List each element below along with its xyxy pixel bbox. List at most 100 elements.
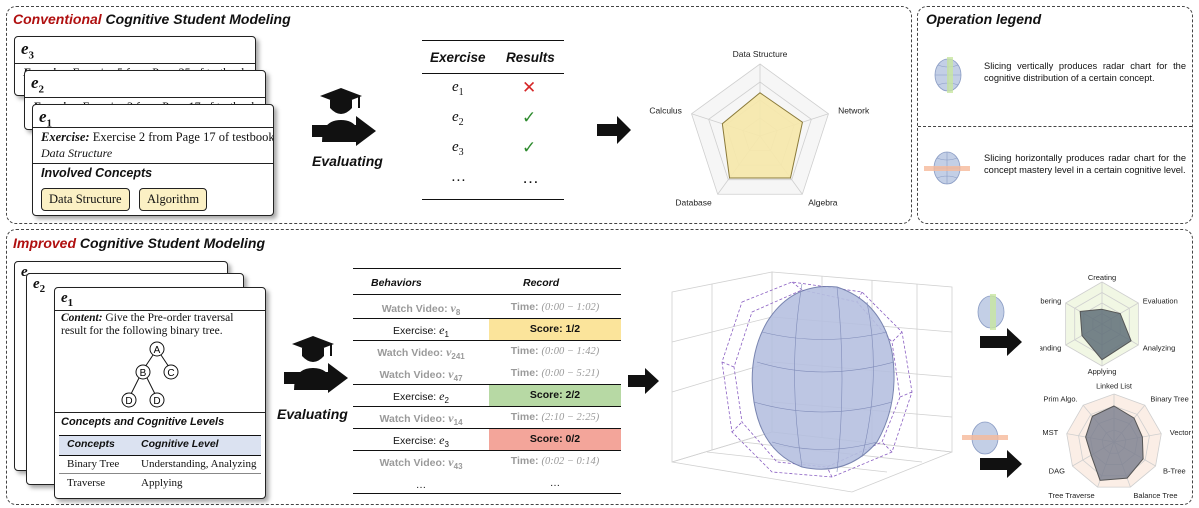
arrow-icon xyxy=(312,116,376,146)
result-exercise: e2 xyxy=(452,109,464,128)
exercise-text: Exercise 2 from Page 17 of testbook xyxy=(89,130,274,144)
improved-panel xyxy=(6,229,1193,505)
radar-label: Vector xyxy=(1170,428,1192,437)
concept-tag: Data Structure xyxy=(41,188,130,211)
radar-grid xyxy=(708,81,812,181)
radar-label: Prim Algo. xyxy=(1043,395,1077,404)
radar-grid xyxy=(1066,393,1162,488)
score-cell xyxy=(489,428,621,450)
arrow-icon xyxy=(628,368,659,394)
radar-series xyxy=(721,92,804,179)
concept-tag: Algorithm xyxy=(139,188,208,211)
result-mark: ✓ xyxy=(522,138,537,157)
improved-title: Improved Cognitive Student Modeling xyxy=(13,235,266,251)
levels-col-concepts: Concepts xyxy=(67,438,115,450)
record-cell: … xyxy=(549,477,561,489)
card-id: e3 xyxy=(21,39,35,62)
radar-label: Algebra xyxy=(808,197,838,207)
levels-row-level: Understanding, Analyzing xyxy=(141,458,257,470)
levels-row-level: Applying xyxy=(141,477,183,489)
behavior-cell: Watch Video: v43 xyxy=(379,455,463,472)
record-cell: Time: (0:00 − 1:02) xyxy=(510,301,600,313)
behavior-cell: … xyxy=(415,479,427,491)
radar-label: B-Tree xyxy=(1163,466,1186,475)
col-results: Results xyxy=(506,50,555,65)
exercise-card-e1: e1 Exercise: Exercise 2 from Page 17 of … xyxy=(32,104,274,216)
radar-label: Database xyxy=(675,197,712,207)
exercise-label: Exercise: xyxy=(41,130,90,144)
radar-label: Creating xyxy=(1088,273,1116,282)
record-cell: Time: (2:10 − 2:25) xyxy=(510,411,600,423)
behavior-cell: Exercise: e1 xyxy=(393,323,449,340)
behavior-cell: Watch Video: v8 xyxy=(381,301,461,318)
result-mark: … xyxy=(522,168,539,187)
card-id: e1 xyxy=(61,290,74,309)
radar-series xyxy=(1085,405,1144,481)
radar-label: Linked List xyxy=(1096,381,1133,390)
arrow-icon xyxy=(980,450,1022,478)
result-mark: ✓ xyxy=(522,108,537,127)
legend-horizontal-text: Slicing horizontally produces radar char… xyxy=(984,153,1186,175)
tree-node: C xyxy=(167,368,174,379)
horizontal-slice-icon xyxy=(924,151,970,185)
levels-header: Concepts and Cognitive Levels xyxy=(61,416,225,428)
levels-row-concept: Traverse xyxy=(67,477,106,489)
radar-label: Analyzing xyxy=(1143,344,1176,353)
behavior-cell: Exercise: e3 xyxy=(393,433,449,450)
horizontal-slice-icon xyxy=(962,421,1008,455)
behavior-cell: Watch Video: v241 xyxy=(377,345,465,362)
result-mark: ✕ xyxy=(522,78,537,97)
radar-label: Calculus xyxy=(649,106,682,116)
col-record: Record xyxy=(523,277,560,289)
card-id: e1 xyxy=(39,107,53,130)
evaluating-label: Evaluating xyxy=(277,406,348,422)
radar-label: Binary Tree xyxy=(1150,395,1188,404)
radar-series xyxy=(1079,308,1132,361)
card-id: e2 xyxy=(31,73,45,96)
cognitive-level-radar-chart: CreatingEvaluationAnalyzingApplyingUnder… xyxy=(1040,273,1178,376)
record-cell: Score: 1/2 xyxy=(529,323,581,335)
behavior-cell: Watch Video: v47 xyxy=(379,367,463,384)
radar-label: Understanding xyxy=(1040,344,1061,353)
col-exercise: Exercise xyxy=(430,50,486,65)
radar-label: MST xyxy=(1042,428,1058,437)
radar-label: Remembering xyxy=(1040,296,1061,305)
radar-label: Data Structure xyxy=(733,49,788,59)
3d-cognitive-model xyxy=(671,271,953,493)
evaluating-label: Evaluating xyxy=(312,153,383,169)
conventional-panel xyxy=(6,6,912,224)
score-cell xyxy=(489,318,621,340)
radar-label: Balance Tree xyxy=(1133,491,1177,500)
tree-node: D xyxy=(125,396,132,407)
tree-node: A xyxy=(154,345,161,356)
content-text: Content: Give the Pre-order traversal re… xyxy=(61,312,234,337)
conventional-title: Conventional Cognitive Student Modeling xyxy=(13,11,291,27)
radar-label: DAG xyxy=(1049,466,1065,475)
vertical-slice-icon xyxy=(934,57,962,93)
exercise-subject: Data Structure xyxy=(41,146,113,160)
record-cell: Time: (0:00 − 5:21) xyxy=(510,367,600,379)
behavior-cell: Watch Video: v14 xyxy=(379,411,463,428)
record-cell: Time: (0:00 − 1:42) xyxy=(510,345,600,357)
result-exercise: e3 xyxy=(452,139,464,158)
results-table: Exercise Results e1✕e2✓e3✓…… xyxy=(422,40,564,200)
levels-row-concept: Binary Tree xyxy=(67,458,120,470)
record-cell: Time: (0:02 − 0:14) xyxy=(510,455,600,467)
result-exercise: … xyxy=(452,169,466,185)
arrow-icon xyxy=(284,363,348,393)
radar-label: Network xyxy=(838,106,870,116)
binary-tree-diagram: A B C D D xyxy=(121,341,179,408)
arrow-icon xyxy=(980,328,1022,356)
tree-node: D xyxy=(153,396,160,407)
legend-title: Operation legend xyxy=(926,11,1042,27)
legend-vertical-text: Slicing vertically produces radar chart … xyxy=(984,61,1186,83)
radar-label: Evaluation xyxy=(1143,296,1178,305)
record-cell: Score: 0/2 xyxy=(529,433,581,445)
exercise-card-e1: e1 Content: Give the Pre-order traversal… xyxy=(54,287,266,499)
legend-panel xyxy=(917,6,1193,224)
record-cell: Score: 2/2 xyxy=(529,389,581,401)
score-cell xyxy=(489,384,621,406)
